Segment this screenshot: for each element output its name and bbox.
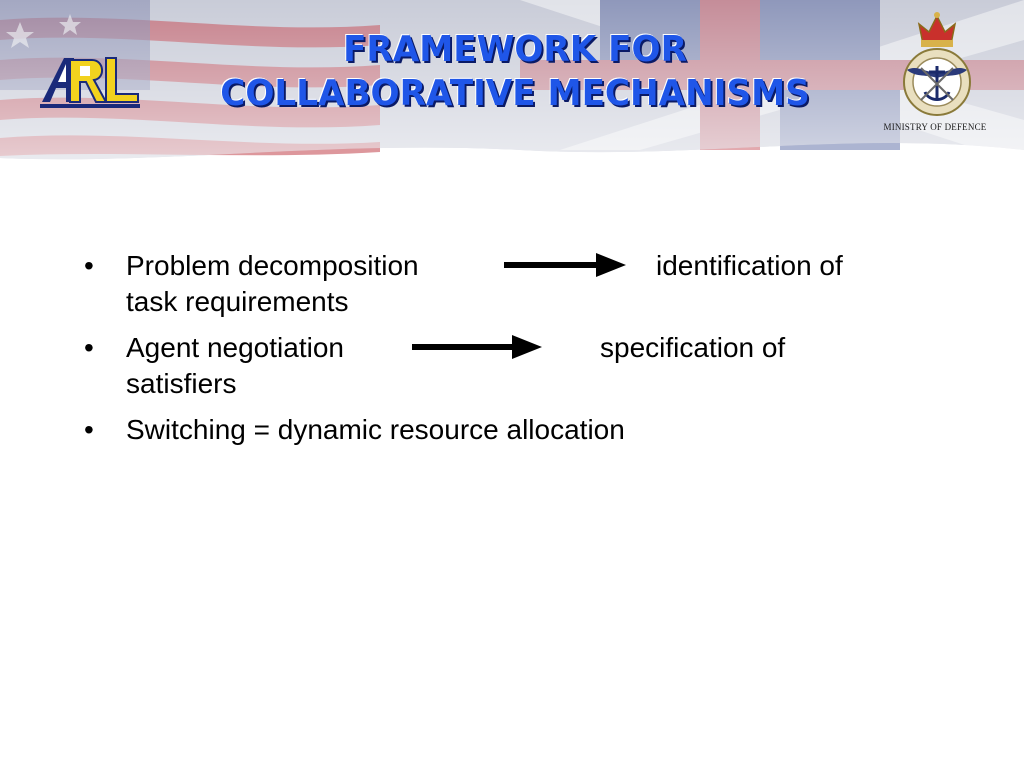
bullet-left-text: Agent negotiation (126, 332, 344, 363)
bullet-right-text: specification of (600, 332, 786, 363)
mod-crest-icon (903, 12, 971, 116)
right-arrow-icon (504, 253, 626, 277)
bullet-continuation-text: task requirements (126, 286, 349, 317)
bullet-marker: • (84, 414, 94, 445)
bullet-marker: • (84, 250, 94, 281)
arl-logo (40, 57, 140, 108)
flag-background (0, 0, 1024, 160)
bullet-continuation-text: satisfiers (126, 368, 237, 399)
bullet-marker: • (84, 332, 94, 363)
bullet-item-switching: • Switching = dynamic resource allocatio… (84, 412, 924, 448)
bullet-right-text: identification of (656, 250, 843, 281)
title-line-2: COLLABORATIVE MECHANISMS (220, 73, 810, 114)
bullet-left-text: Problem decomposition (126, 250, 419, 281)
header-banner (0, 0, 1024, 175)
bullet-text: Switching = dynamic resource allocation (126, 414, 625, 445)
right-arrow-icon (412, 335, 542, 359)
title-line-1: FRAMEWORK FOR (343, 29, 687, 70)
bullet-item-problem-decomposition: • Problem decomposition identification o… (84, 248, 924, 320)
bullet-list: • Problem decomposition identification o… (84, 248, 924, 458)
ministry-of-defence-label: MINISTRY OF DEFENCE (883, 122, 987, 132)
slide-title: FRAMEWORK FOR COLLABORATIVE MECHANISMS (149, 28, 881, 116)
bullet-item-agent-negotiation: • Agent negotiation specification of sat… (84, 330, 924, 402)
